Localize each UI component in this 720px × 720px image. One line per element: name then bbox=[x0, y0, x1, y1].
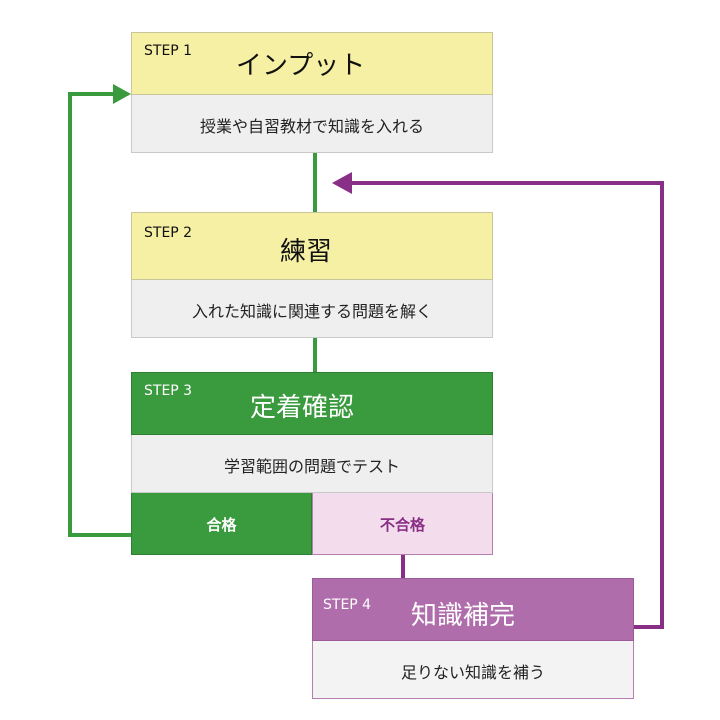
step1-description-box: 授業や自習教材で知識を入れる bbox=[131, 95, 493, 153]
remedy-return-arrow bbox=[352, 181, 664, 629]
step3-fail-outcome: 不合格 bbox=[312, 493, 493, 555]
step2-header: STEP 2 練習 bbox=[131, 212, 493, 280]
step4-title: 知識補完 bbox=[411, 601, 516, 631]
step1-title: インプット bbox=[236, 51, 366, 81]
step1-label: STEP 1 bbox=[144, 43, 193, 59]
remedy-return-arrowhead bbox=[332, 172, 352, 194]
step2-label: STEP 2 bbox=[144, 225, 193, 241]
pass-return-arrow bbox=[68, 92, 131, 537]
step2-title: 練習 bbox=[280, 237, 333, 267]
step4-description-box: 足りない知識を補う bbox=[312, 641, 634, 699]
step3-description: 学習範囲の問題でテスト bbox=[223, 457, 400, 476]
step1-header: STEP 1 インプット bbox=[131, 32, 493, 95]
step3-pass-label: 合格 bbox=[206, 516, 237, 534]
step3-title: 定着確認 bbox=[250, 393, 355, 423]
step3-description-box: 学習範囲の問題でテスト bbox=[131, 435, 493, 493]
step2-description-box: 入れた知識に関連する問題を解く bbox=[131, 280, 493, 338]
step3-pass-outcome: 合格 bbox=[131, 493, 312, 555]
step3-fail-label: 不合格 bbox=[379, 516, 425, 534]
pass-return-arrowhead bbox=[113, 84, 131, 104]
step3-label: STEP 3 bbox=[144, 383, 193, 399]
step4-label: STEP 4 bbox=[323, 597, 372, 613]
step4-description: 足りない知識を補う bbox=[400, 663, 545, 682]
step3-header: STEP 3 定着確認 bbox=[131, 372, 493, 435]
step4-header: STEP 4 知識補完 bbox=[312, 578, 634, 641]
step1-description: 授業や自習教材で知識を入れる bbox=[199, 117, 424, 136]
step2-description: 入れた知識に関連する問題を解く bbox=[191, 302, 432, 321]
